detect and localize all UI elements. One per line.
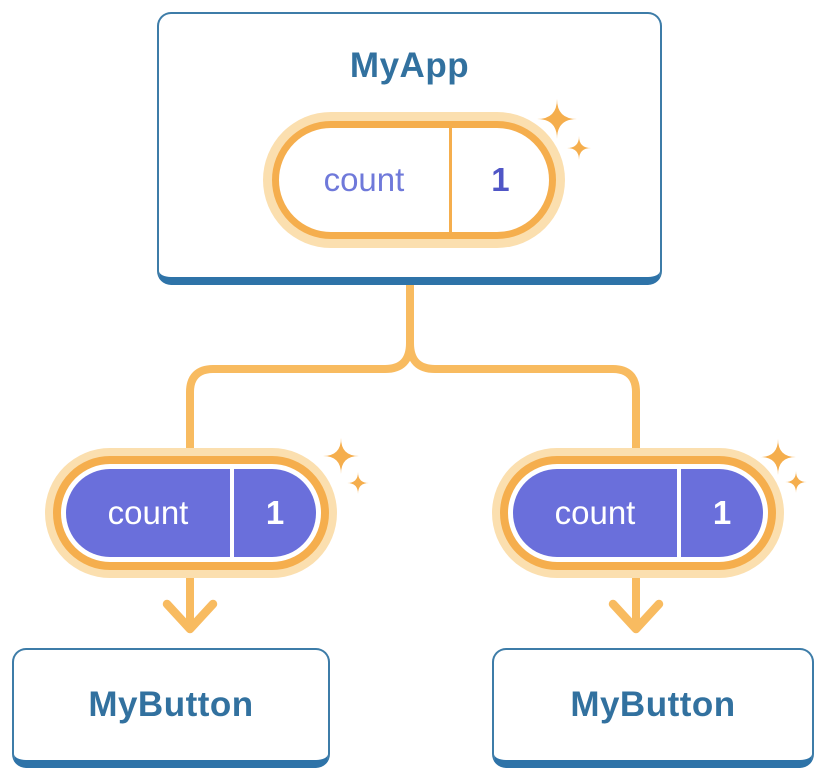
prop-pill-capsule: count 1 bbox=[66, 469, 316, 557]
prop-pill-mybutton-left: count 1 bbox=[45, 448, 337, 578]
prop-pill-ring: count 1 bbox=[53, 456, 329, 570]
connector-branch-right bbox=[406, 339, 640, 633]
mybutton-title-left: MyButton bbox=[88, 685, 254, 724]
arrow-head-left-icon bbox=[162, 599, 218, 634]
mybutton-card-right: MyButton bbox=[492, 648, 814, 768]
prop-pill-label: count bbox=[554, 494, 636, 531]
mybutton-title-right: MyButton bbox=[570, 685, 736, 724]
prop-pill-capsule: count 1 bbox=[513, 469, 763, 557]
pill-divider bbox=[230, 469, 234, 557]
pill-divider bbox=[677, 469, 681, 557]
prop-pill-value: 1 bbox=[265, 494, 285, 531]
state-pill-ring: count 1 bbox=[272, 121, 556, 239]
prop-pill-value: 1 bbox=[712, 494, 732, 531]
state-pill-myapp: count 1 bbox=[263, 112, 565, 248]
pill-divider bbox=[448, 128, 452, 232]
mybutton-card-left: MyButton bbox=[12, 648, 330, 768]
state-pill-label: count bbox=[323, 161, 405, 198]
state-pill-value: 1 bbox=[491, 161, 510, 198]
connector-branch-left bbox=[186, 339, 414, 633]
arrow-head-right-icon bbox=[608, 599, 664, 634]
prop-pill-ring: count 1 bbox=[500, 456, 776, 570]
myapp-title: MyApp bbox=[349, 46, 470, 85]
prop-pill-mybutton-right: count 1 bbox=[492, 448, 784, 578]
prop-pill-label: count bbox=[107, 494, 189, 531]
